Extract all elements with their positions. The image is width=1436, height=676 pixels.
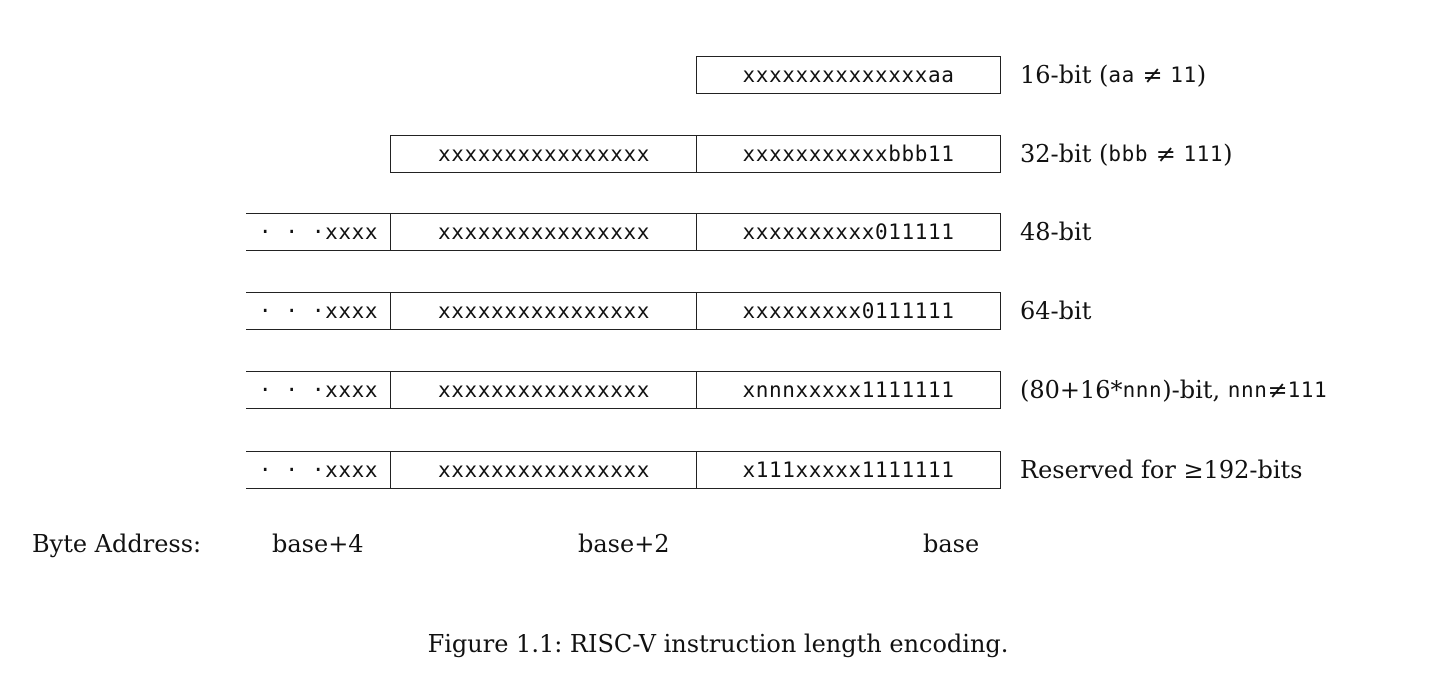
field-base: xxxxxxxxxx011111 xyxy=(696,213,1001,251)
desc-text: 64-bit xyxy=(1020,297,1092,325)
row-description: Reserved for ≥192-bits xyxy=(1020,451,1302,489)
desc-text: (80+16* xyxy=(1020,376,1123,404)
row-description: (80+16*nnn)-bit, nnn≠111 xyxy=(1020,371,1327,409)
encoding-row-64bit: · · ·xxxx xxxxxxxxxxxxxxxx xxxxxxxxx0111… xyxy=(0,292,1436,330)
field-base: xxxxxxxxxxxbbb11 xyxy=(696,135,1001,173)
desc-code: 111 xyxy=(1287,378,1328,402)
field-base: x111xxxxx1111111 xyxy=(696,451,1001,489)
encoding-row-16bit: xxxxxxxxxxxxxxaa 16-bit (aa ≠ 11) xyxy=(0,56,1436,94)
address-base-plus2: base+2 xyxy=(578,530,670,558)
field-hi: · · ·xxxx xyxy=(246,451,391,489)
field-hi: · · ·xxxx xyxy=(246,213,391,251)
encoding-row-32bit: xxxxxxxxxxxxxxxx xxxxxxxxxxxbbb11 32-bit… xyxy=(0,135,1436,173)
row-description: 64-bit xyxy=(1020,292,1091,330)
field-hi: · · ·xxxx xyxy=(246,371,391,409)
field-mid: xxxxxxxxxxxxxxxx xyxy=(390,451,697,489)
field-base: xxxxxxxxx0111111 xyxy=(696,292,1001,330)
desc-text: 48-bit xyxy=(1020,218,1092,246)
row-description: 32-bit (bbb ≠ 111) xyxy=(1020,135,1233,173)
desc-code: 111 xyxy=(1183,142,1224,166)
desc-code: aa xyxy=(1108,63,1135,87)
desc-code: bbb xyxy=(1108,142,1149,166)
field-base: xnnnxxxxx1111111 xyxy=(696,371,1001,409)
address-base-plus4: base+4 xyxy=(272,530,364,558)
field-base: xxxxxxxxxxxxxxaa xyxy=(696,56,1001,94)
desc-code: 11 xyxy=(1170,63,1197,87)
encoding-row-reserved: · · ·xxxx xxxxxxxxxxxxxxxx x111xxxxx1111… xyxy=(0,451,1436,489)
row-description: 48-bit xyxy=(1020,213,1091,251)
desc-text: )-bit, xyxy=(1162,376,1228,404)
field-mid: xxxxxxxxxxxxxxxx xyxy=(390,135,697,173)
desc-text: ) xyxy=(1223,140,1233,168)
byte-address-label: Byte Address: xyxy=(32,530,202,558)
encoding-row-48bit: · · ·xxxx xxxxxxxxxxxxxxxx xxxxxxxxxx011… xyxy=(0,213,1436,251)
desc-text: Reserved for ≥192-bits xyxy=(1020,456,1303,484)
field-mid: xxxxxxxxxxxxxxxx xyxy=(390,371,697,409)
figure-caption: Figure 1.1: RISC-V instruction length en… xyxy=(427,630,1009,658)
desc-text: 32-bit ( xyxy=(1020,140,1109,168)
desc-text: ≠ xyxy=(1267,376,1288,404)
field-mid: xxxxxxxxxxxxxxxx xyxy=(390,213,697,251)
desc-text: ) xyxy=(1196,61,1207,89)
desc-code: nnn xyxy=(1227,378,1268,402)
address-base: base xyxy=(923,530,980,558)
desc-text: ≠ xyxy=(1148,140,1184,168)
field-mid: xxxxxxxxxxxxxxxx xyxy=(390,292,697,330)
field-hi: · · ·xxxx xyxy=(246,292,391,330)
row-description: 16-bit (aa ≠ 11) xyxy=(1020,56,1206,94)
desc-text: 16-bit ( xyxy=(1020,61,1109,89)
desc-code: nnn xyxy=(1122,378,1163,402)
desc-text: ≠ xyxy=(1134,61,1171,89)
encoding-row-variable: · · ·xxxx xxxxxxxxxxxxxxxx xnnnxxxxx1111… xyxy=(0,371,1436,409)
